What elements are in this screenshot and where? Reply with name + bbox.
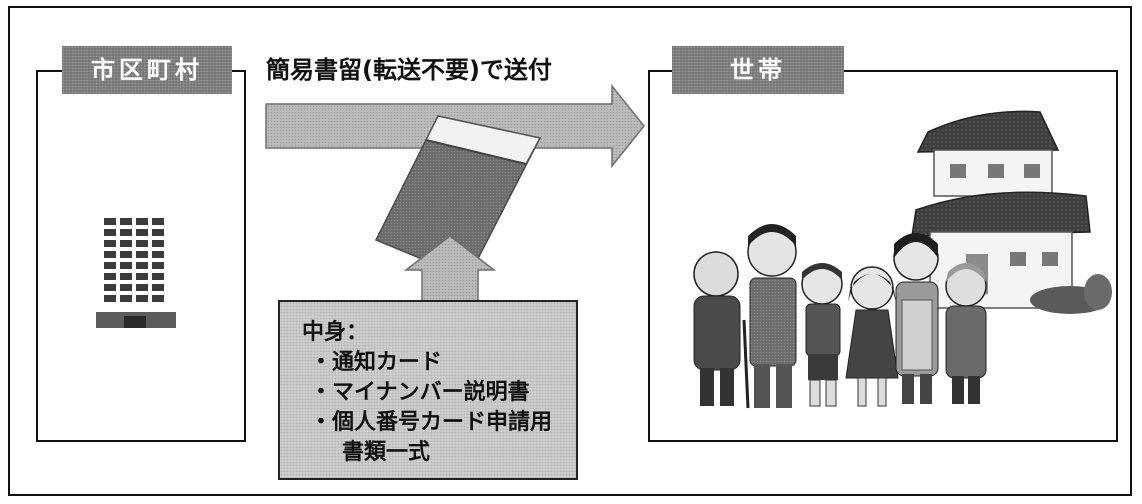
boy-figure [801,263,843,407]
building-window [120,273,132,280]
building-window [120,295,132,302]
building-window [152,284,164,291]
building-window [152,229,164,236]
building-window [136,229,148,236]
building-window [152,251,164,258]
contents-item: ・通知カード [302,348,576,378]
building-window [104,229,116,236]
contents-item-continuation: 書類一式 [342,440,431,465]
building-window [120,229,132,236]
building-window [120,240,132,247]
building-window [104,240,116,247]
girl-figure [845,266,899,407]
envelope-icon [374,115,542,279]
house-icon [911,110,1112,314]
contents-item-text: 通知カード [332,350,443,375]
building-window [104,218,116,225]
building-window [120,218,132,225]
building-window [104,284,116,291]
grandmother-figure [945,263,987,404]
building-window [136,262,148,269]
office-building-icon [96,214,176,328]
building-window [136,251,148,258]
building-window [136,240,148,247]
delivery-method-label: 簡易書留(転送不要)で送付 [266,56,552,84]
bullet: ・ [310,350,333,375]
building-window [136,218,148,225]
up-arrow-icon [403,235,497,303]
contents-item-text: マイナンバー説明書 [332,380,530,405]
building-window [104,295,116,302]
municipality-label: 市区町村 [62,46,232,94]
family-icon [693,224,987,409]
contents-item: ・個人番号カード申請用 [302,408,576,438]
contents-item: ・マイナンバー説明書 [302,378,576,408]
contents-heading: 中身： [302,320,369,345]
bullet: ・ [310,410,333,435]
building-window [136,273,148,280]
building-window [120,284,132,291]
building-window [104,251,116,258]
building-window [136,284,148,291]
contents-box: 中身： ・通知カード ・マイナンバー説明書 ・個人番号カード申請用 書類一式 [278,300,578,480]
building-window [152,273,164,280]
building-window [152,218,164,225]
building-window [120,262,132,269]
household-label: 世帯 [672,46,844,94]
building-window [152,262,164,269]
building-window [120,251,132,258]
father-figure [747,224,797,408]
bullet: ・ [310,380,333,405]
building-window [104,273,116,280]
mother-figure [893,233,939,404]
building-window [136,295,148,302]
building-window [104,262,116,269]
contents-item-text: 個人番号カード申請用 [332,410,553,435]
building-window [152,295,164,302]
grandfather-figure [693,251,750,409]
building-window [152,240,164,247]
